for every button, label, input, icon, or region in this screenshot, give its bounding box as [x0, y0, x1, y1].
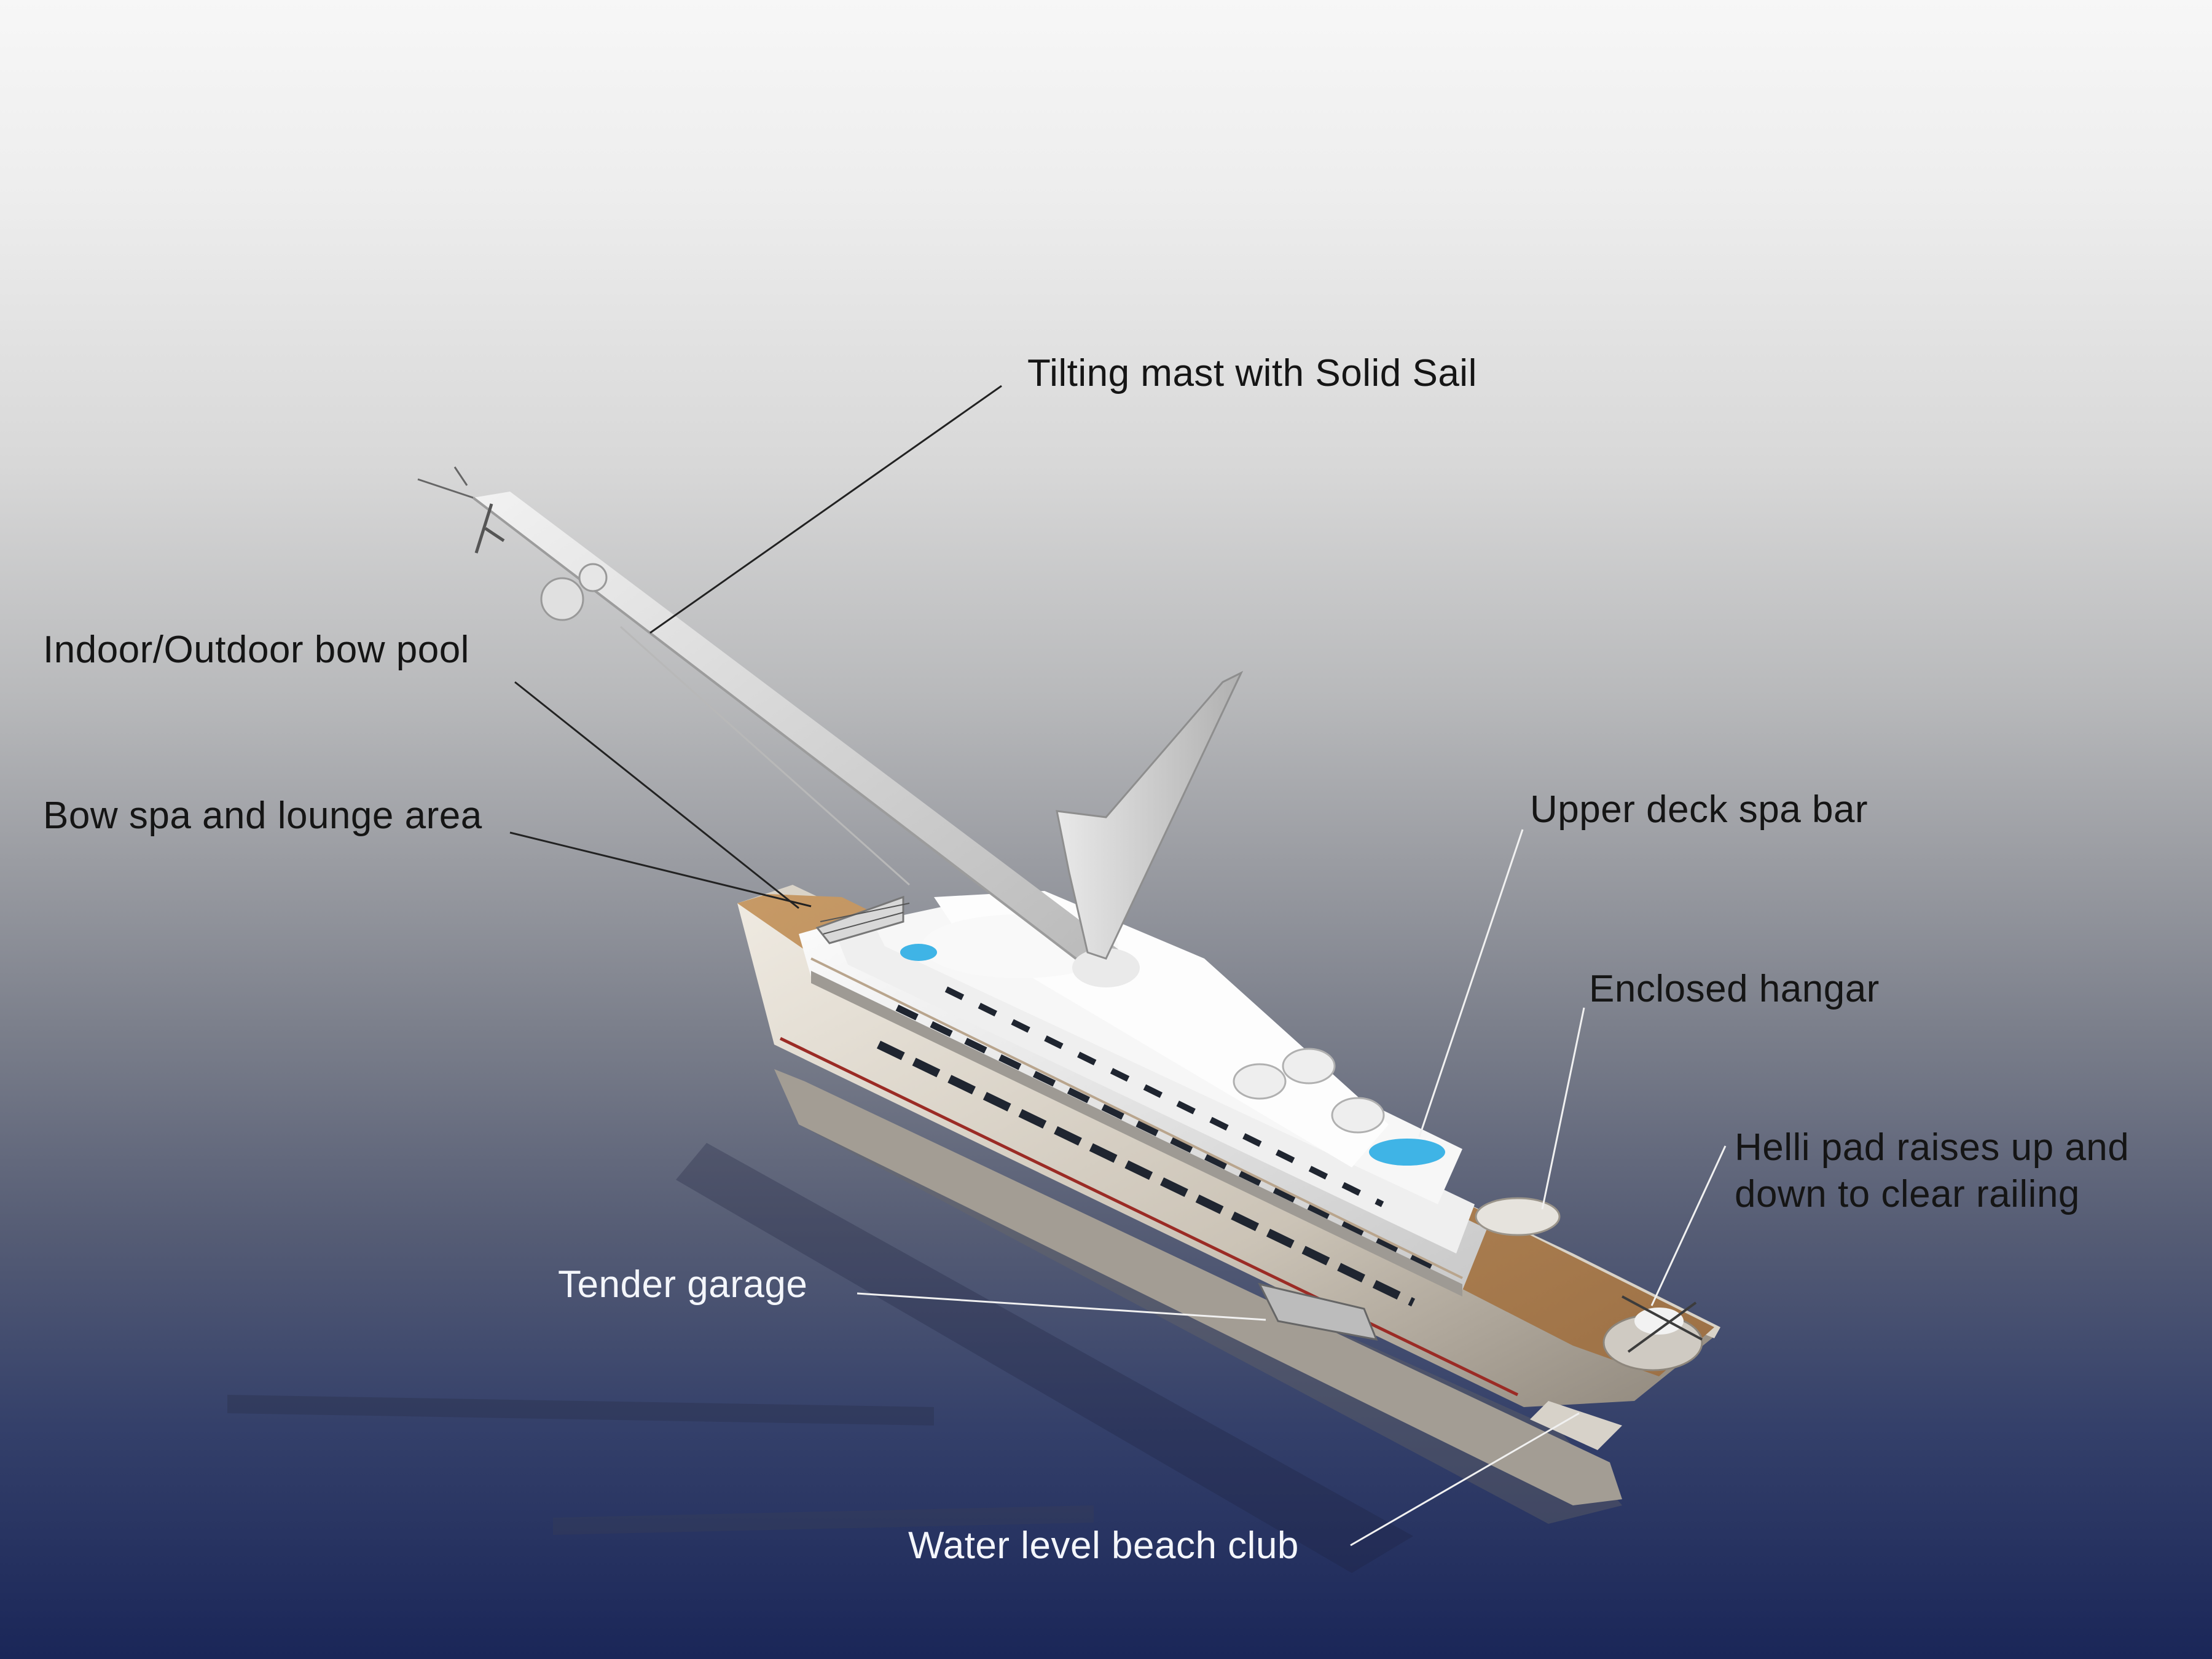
superstructure [799, 891, 1487, 1307]
label-helipad-line2: down to clear railing [1735, 1173, 2080, 1215]
label-bow-pool: Indoor/Outdoor bow pool [43, 629, 469, 671]
callout-lines [509, 385, 1727, 1547]
tender-boat [1258, 1282, 1378, 1341]
spa-bar-pool [1369, 1139, 1445, 1166]
leader-bow-pool [514, 681, 799, 909]
leader-hangar [1541, 1007, 1585, 1210]
solid-sail [1056, 670, 1244, 960]
leader-spa-bar [1418, 829, 1524, 1137]
beach-club-platform [1530, 1401, 1622, 1450]
leader-helipad [1650, 1145, 1727, 1306]
label-tender-garage: Tender garage [558, 1263, 808, 1306]
label-bow-spa: Bow spa and lounge area [43, 794, 482, 837]
leader-bow-spa [509, 831, 812, 908]
label-helipad-line1: Helli pad raises up and [1735, 1126, 2130, 1169]
umbrellas [1233, 1048, 1385, 1134]
hangar-roof [1475, 1197, 1561, 1236]
helipad [1602, 1295, 1703, 1371]
tilting-mast [417, 466, 1140, 987]
label-beach-club: Water level beach club [908, 1524, 1299, 1567]
bow-pool [900, 944, 937, 961]
leader-mast [649, 385, 1002, 634]
label-spa-bar: Upper deck spa bar [1530, 788, 1869, 831]
leader-beach-club [1350, 1412, 1580, 1547]
leader-tender [857, 1292, 1266, 1321]
label-hangar: Enclosed hangar [1589, 968, 1880, 1010]
bow-structure [815, 895, 910, 944]
label-tilting-mast: Tilting mast with Solid Sail [1027, 352, 1477, 394]
